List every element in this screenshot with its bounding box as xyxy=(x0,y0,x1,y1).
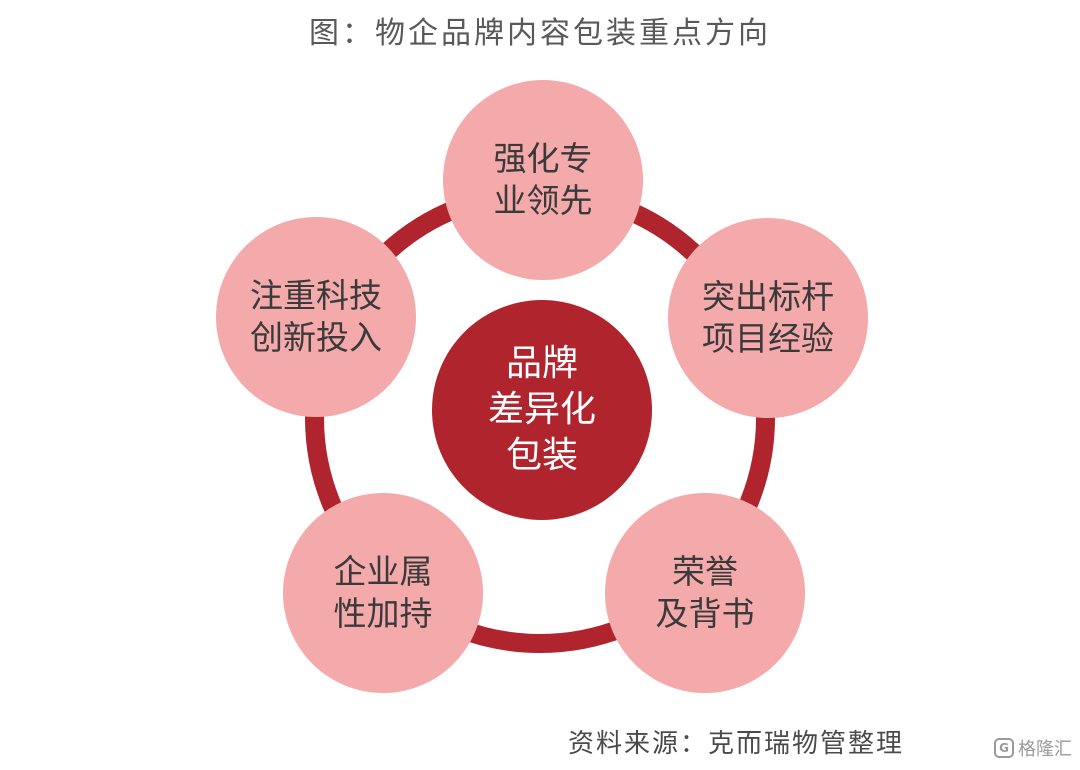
node-label-line1: 荣誉 xyxy=(672,552,738,591)
diagram-title: 图：物企品牌内容包装重点方向 xyxy=(309,16,771,51)
node-honors-endorsement: 荣誉 及背书 xyxy=(605,493,805,693)
node-label-line2: 性加持 xyxy=(333,594,433,633)
node-label-line2: 及背书 xyxy=(655,594,755,633)
node-tech-innovation: 注重科技 创新投入 xyxy=(216,217,416,417)
node-benchmark-projects: 突出标杆 项目经验 xyxy=(668,218,868,418)
node-label-line1: 注重科技 xyxy=(250,276,382,315)
center-label-line1: 品牌 xyxy=(505,343,578,384)
node-label-line1: 企业属 xyxy=(333,552,433,591)
center-brand-differentiation: 品牌 差异化 包装 xyxy=(432,300,652,520)
node-professional-leadership: 强化专 业领先 xyxy=(443,80,643,280)
source-note: 资料来源：克而瑞物管整理 xyxy=(567,729,904,759)
center-label-line3: 包装 xyxy=(505,435,578,476)
node-label-line2: 项目经验 xyxy=(702,319,834,358)
node-label-line1: 突出标杆 xyxy=(702,277,834,316)
node-label-line1: 强化专 xyxy=(493,139,593,178)
watermark: G 格隆汇 xyxy=(994,735,1072,761)
node-enterprise-attributes: 企业属 性加持 xyxy=(283,493,483,693)
watermark-logo-icon: G xyxy=(994,738,1014,758)
center-label-line2: 差异化 xyxy=(487,389,596,430)
node-label-line2: 业领先 xyxy=(493,181,593,220)
node-label-line2: 创新投入 xyxy=(250,318,382,357)
watermark-text: 格隆汇 xyxy=(1018,739,1072,760)
